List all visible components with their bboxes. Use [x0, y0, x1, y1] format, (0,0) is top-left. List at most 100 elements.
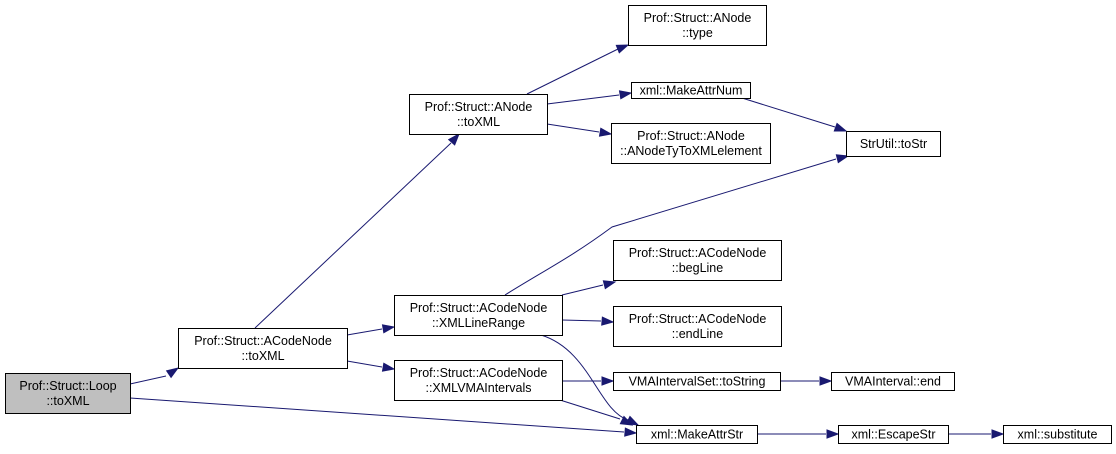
arrowhead-icon	[624, 427, 638, 437]
arrowhead-icon	[826, 429, 840, 439]
node-label: ::begLine	[672, 261, 723, 275]
node-makeAttrNum[interactable]: xml::MakeAttrNum	[631, 82, 751, 99]
node-endLine[interactable]: Prof::Struct::ACodeNode::endLine	[613, 306, 782, 347]
node-label: VMAInterval::end	[845, 375, 941, 389]
node-xmlVMA[interactable]: Prof::Struct::ACodeNode::XMLVMAIntervals	[394, 360, 563, 401]
edge-xmlLineRange-to-toStr	[504, 154, 850, 296]
node-label: Prof::Struct::ANode	[637, 129, 745, 143]
node-anode_toXML[interactable]: Prof::Struct::ANode::toXML	[409, 94, 548, 135]
node-box[interactable]	[409, 94, 548, 135]
node-xmlLineRange[interactable]: Prof::Struct::ACodeNode::XMLLineRange	[394, 295, 563, 336]
node-toStr[interactable]: StrUtil::toStr	[846, 131, 941, 157]
node-loop_toXML[interactable]: Prof::Struct::Loop::toXML	[5, 373, 131, 414]
edge-vmaSetToString-to-vmaEnd	[780, 376, 833, 386]
edge-xmlVMA-to-vmaSetToString	[562, 376, 615, 386]
node-escapeStr[interactable]: xml::EscapeStr	[838, 425, 949, 444]
node-acode_toXML[interactable]: Prof::Struct::ACodeNode::toXML	[178, 328, 348, 369]
arrowhead-icon	[615, 44, 630, 54]
edge-xmlLineRange-to-endLine	[561, 316, 615, 326]
node-box[interactable]	[636, 425, 758, 444]
edge-anode_toXML-to-anode_type	[526, 44, 630, 95]
edge-acode_toXML-to-anode_toXML	[254, 132, 460, 329]
arrowhead-icon	[835, 154, 850, 164]
edge-anode_toXML-to-anodeTy	[546, 123, 613, 137]
node-label: ::type	[682, 26, 713, 40]
edge-line	[741, 97, 836, 128]
node-vmaSetToString[interactable]: VMAIntervalSet::toString	[613, 372, 781, 391]
edge-line	[504, 158, 837, 296]
node-anodeTy[interactable]: Prof::Struct::ANode::ANodeTyToXMLelement	[611, 123, 771, 164]
node-label: Prof::Struct::ACodeNode	[410, 366, 548, 380]
arrowhead-icon	[447, 132, 460, 146]
node-box[interactable]	[628, 5, 767, 46]
node-substitute[interactable]: xml::substitute	[1003, 425, 1112, 444]
node-box[interactable]	[631, 82, 751, 99]
nodes-layer: Prof::Struct::Loop::toXML Prof::Struct::A…	[5, 5, 1112, 444]
edge-line	[546, 123, 600, 133]
node-label: ::toXML	[241, 349, 284, 363]
node-box[interactable]	[846, 131, 941, 157]
node-box[interactable]	[613, 240, 782, 281]
arrowhead-icon	[381, 324, 396, 334]
node-label: Prof::Struct::ACodeNode	[629, 312, 767, 326]
arrowhead-icon	[602, 280, 617, 290]
node-label: ::toXML	[457, 115, 500, 129]
edge-escapeStr-to-substitute	[948, 429, 1005, 439]
node-makeAttrStr[interactable]: xml::MakeAttrStr	[636, 425, 758, 444]
edge-loop_toXML-to-makeAttrStr	[129, 397, 638, 437]
node-vmaEnd[interactable]: VMAInterval::end	[831, 372, 955, 391]
arrowhead-icon	[165, 367, 180, 379]
arrowhead-icon	[833, 122, 848, 132]
node-label: xml::EscapeStr	[851, 428, 935, 442]
edge-xmlLineRange-to-begLine	[561, 280, 617, 296]
edge-line	[129, 397, 625, 433]
edge-loop_toXML-to-acode_toXML	[129, 367, 180, 385]
node-label: xml::substitute	[1018, 428, 1098, 442]
node-box[interactable]	[838, 425, 949, 444]
arrowhead-icon	[619, 415, 634, 426]
node-label: StrUtil::toStr	[860, 137, 927, 151]
node-label: Prof::Struct::ANode	[644, 11, 752, 25]
arrowhead-icon	[601, 316, 615, 326]
node-label: Prof::Struct::ACodeNode	[194, 334, 332, 348]
node-box[interactable]	[394, 360, 563, 401]
node-label: Prof::Struct::ANode	[425, 100, 533, 114]
arrowhead-icon	[991, 429, 1005, 439]
edge-line	[540, 334, 629, 421]
node-label: Prof::Struct::ACodeNode	[410, 301, 548, 315]
edge-acode_toXML-to-xmlLineRange	[346, 324, 396, 336]
node-box[interactable]	[5, 373, 131, 414]
node-label: ::ANodeTyToXMLelement	[620, 144, 762, 158]
node-box[interactable]	[613, 306, 782, 347]
node-label: xml::MakeAttrNum	[640, 84, 743, 98]
edge-line	[561, 319, 602, 322]
node-box[interactable]	[831, 372, 955, 391]
node-label: xml::MakeAttrStr	[651, 428, 743, 442]
edge-line	[129, 375, 167, 385]
edge-line	[254, 142, 452, 329]
node-box[interactable]	[611, 123, 771, 164]
node-box[interactable]	[613, 372, 781, 391]
edge-anode_toXML-to-makeAttrNum	[546, 90, 633, 105]
edges-layer	[129, 44, 1005, 439]
node-box[interactable]	[1003, 425, 1112, 444]
node-label: ::endLine	[672, 327, 723, 341]
edge-acode_toXML-to-xmlVMA	[346, 360, 396, 372]
node-begLine[interactable]: Prof::Struct::ACodeNode::begLine	[613, 240, 782, 281]
arrowhead-icon	[618, 90, 633, 100]
edge-line	[561, 284, 604, 296]
edge-line	[346, 328, 383, 336]
node-box[interactable]	[394, 295, 563, 336]
node-label: ::XMLLineRange	[432, 316, 525, 330]
arrowhead-icon	[819, 376, 833, 386]
arrowhead-icon	[381, 362, 396, 372]
node-label: VMAIntervalSet::toString	[629, 375, 766, 389]
node-box[interactable]	[178, 328, 348, 369]
arrowhead-icon	[598, 127, 613, 137]
node-label: ::XMLVMAIntervals	[425, 381, 531, 395]
node-label: Prof::Struct::ACodeNode	[629, 246, 767, 260]
edge-makeAttrNum-to-toStr	[741, 97, 848, 132]
node-label: ::toXML	[46, 394, 89, 408]
node-anode_type[interactable]: Prof::Struct::ANode::type	[628, 5, 767, 46]
